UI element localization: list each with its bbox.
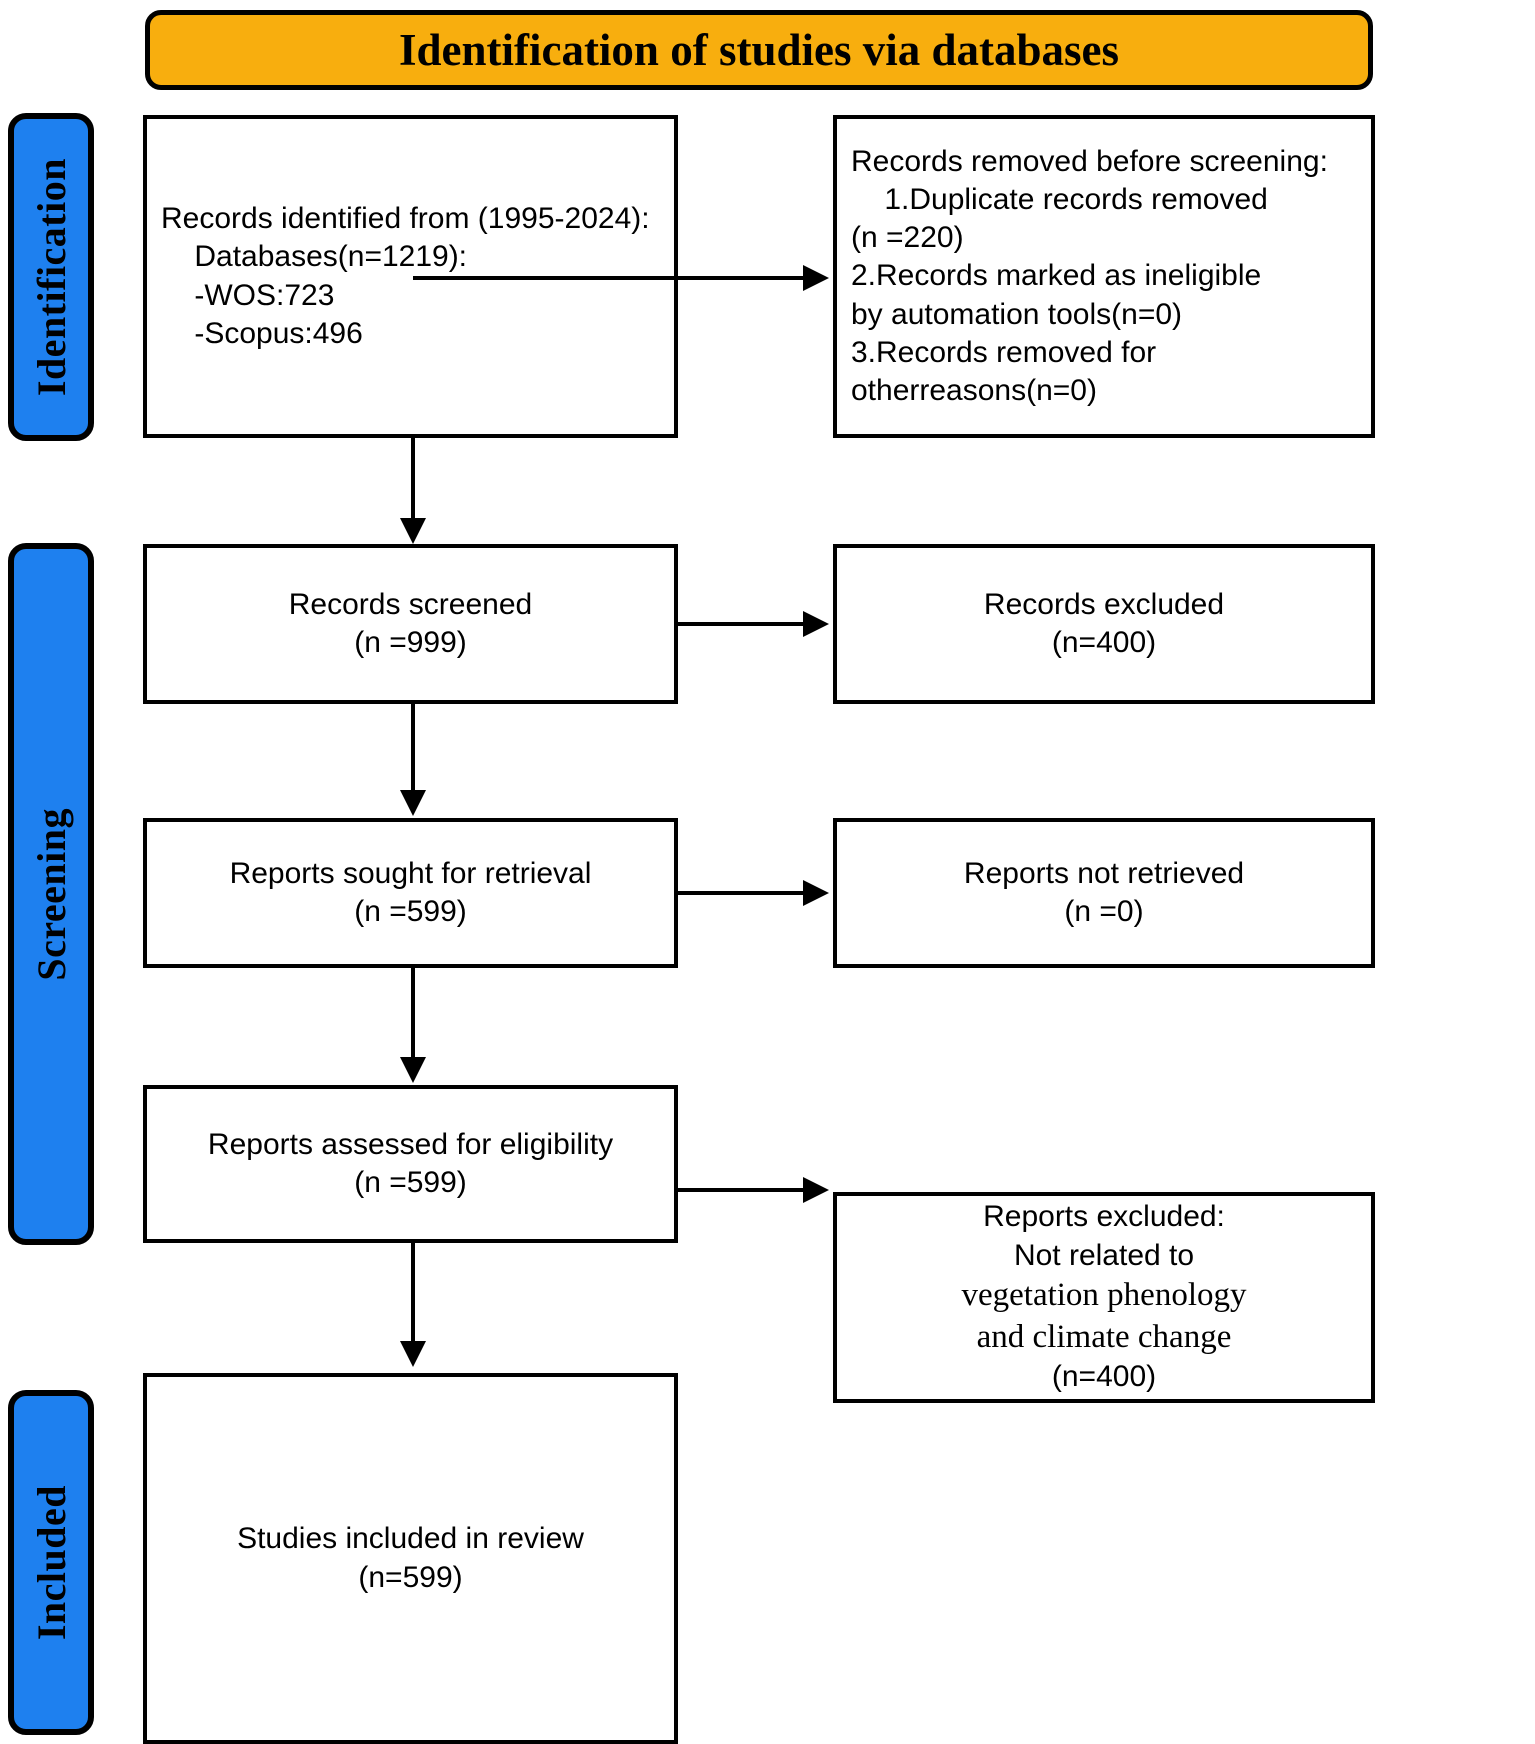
box-line: Records removed before screening:: [851, 145, 1328, 179]
arrow-down-icon: [400, 1341, 426, 1367]
box-line: Not related to: [1013, 1238, 1195, 1272]
reports-assessed-box: Reports assessed for eligibility (n =599…: [143, 1085, 678, 1243]
stage-tab-included-label: Included: [28, 1484, 74, 1641]
box-line: 1.Duplicate records removed: [851, 183, 1268, 217]
box-line: Reports excluded:: [983, 1200, 1225, 1234]
stage-tab-screening: Screening: [8, 543, 94, 1245]
box-line: 3.Records removed for: [851, 335, 1157, 369]
connector-screened-to-sought: [411, 704, 415, 792]
reports-not-retrieved-box: Reports not retrieved (n =0): [833, 818, 1375, 968]
connector-sought-to-assessed: [411, 968, 415, 1059]
box-line: Reports sought for retrieval: [229, 856, 592, 890]
box-line: and climate change: [976, 1318, 1232, 1355]
box-line: Studies included in review: [237, 1522, 584, 1556]
arrow-right-icon: [803, 1177, 829, 1203]
page-title: Identification of studies via databases: [398, 25, 1120, 75]
arrow-down-icon: [400, 518, 426, 544]
arrow-down-icon: [400, 1057, 426, 1083]
stage-tab-included: Included: [8, 1390, 94, 1735]
arrow-right-icon: [803, 880, 829, 906]
box-line: (n =0): [1064, 895, 1144, 928]
box-line: (n=599): [358, 1560, 463, 1594]
stage-tab-identification-label: Identification: [28, 157, 74, 397]
diagram-header-banner: Identification of studies via databases: [145, 10, 1373, 90]
box-line: otherreasons(n=0): [851, 373, 1097, 407]
records-excluded-box: Records excluded (n=400): [833, 544, 1375, 704]
connector-screened-to-excluded: [678, 622, 803, 626]
box-line: Records identified from (1995-2024):: [161, 202, 650, 236]
box-line: 2.Records marked as ineligible: [851, 259, 1262, 293]
box-line: (n =999): [354, 626, 467, 659]
box-line: (n=400): [1051, 1360, 1157, 1394]
box-line: (n=400): [1051, 626, 1157, 659]
stage-tab-identification: Identification: [8, 113, 94, 441]
box-line: Reports not retrieved: [963, 856, 1245, 890]
stage-tab-screening-label: Screening: [28, 807, 74, 981]
arrow-down-icon: [400, 790, 426, 816]
connector-sought-to-notretrieved: [678, 891, 803, 895]
box-line: vegetation phenology: [961, 1276, 1247, 1313]
box-line: (n =599): [354, 1166, 467, 1199]
arrow-right-icon: [803, 611, 829, 637]
connector-assessed-to-reportsexcluded: [678, 1188, 803, 1192]
connector-identified-to-screened: [411, 438, 415, 520]
box-line: Reports assessed for eligibility: [207, 1127, 614, 1161]
box-line: (n =220): [851, 221, 964, 255]
box-line: -Scopus:496: [161, 316, 363, 350]
reports-excluded-box: Reports excluded: Not related to vegetat…: [833, 1192, 1375, 1403]
records-removed-box: Records removed before screening: 1.Dupl…: [833, 115, 1375, 438]
box-line: Records excluded: [983, 587, 1225, 621]
box-line: -WOS:723: [161, 278, 335, 312]
box-line: Databases(n=1219):: [161, 240, 468, 274]
box-line: (n =599): [354, 895, 467, 928]
studies-included-box: Studies included in review (n=599): [143, 1373, 678, 1744]
arrow-right-icon: [803, 265, 829, 291]
reports-sought-box: Reports sought for retrieval (n =599): [143, 818, 678, 968]
connector-assessed-to-included: [411, 1243, 415, 1343]
box-line: Records screened: [288, 587, 533, 621]
connector-identified-to-removed: [413, 276, 803, 280]
records-screened-box: Records screened (n =999): [143, 544, 678, 704]
box-line: by automation tools(n=0): [851, 297, 1183, 331]
